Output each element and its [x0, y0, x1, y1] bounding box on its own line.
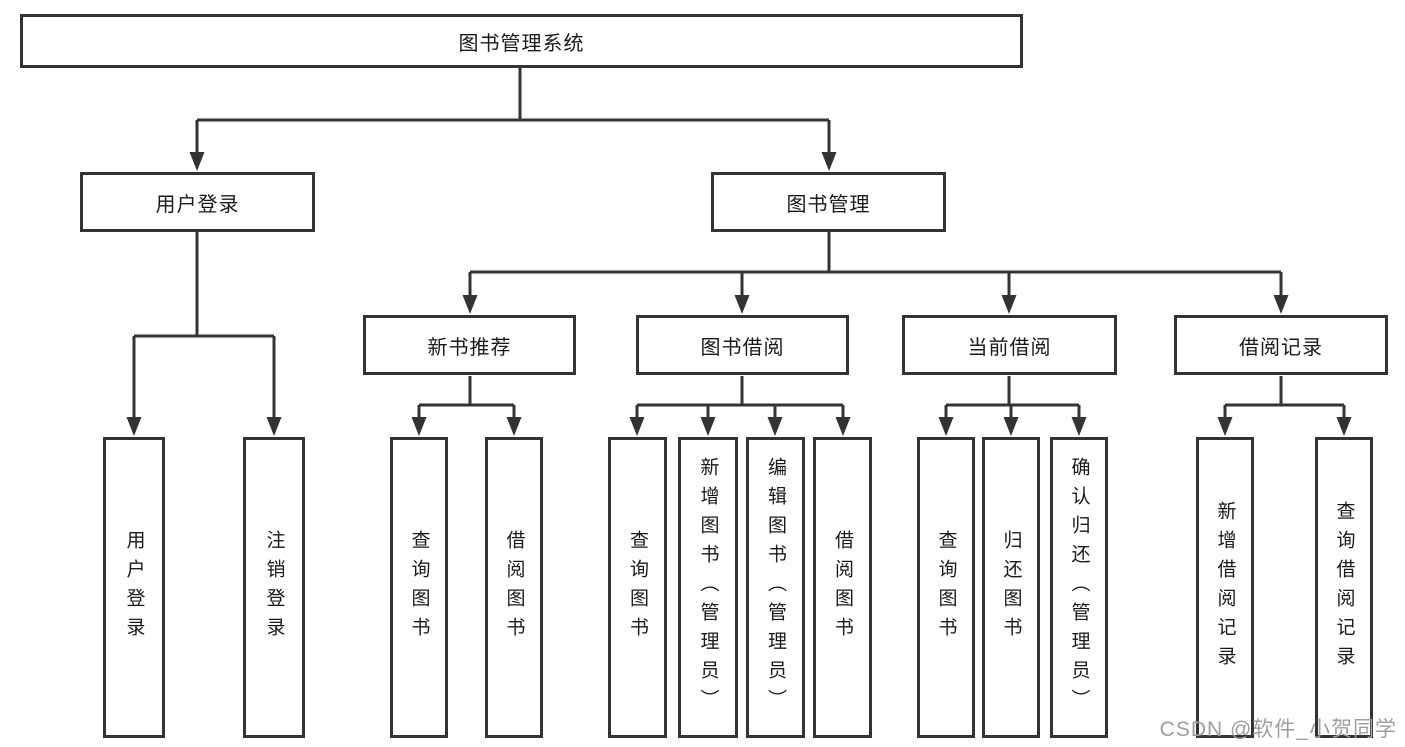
arrowhead-leaf-logout — [266, 417, 282, 436]
leaf-bb-borrow-book: 借阅图书 — [813, 437, 872, 738]
leaf-bb-add-book-admin: 新增图书（管理员） — [678, 437, 738, 738]
connector-current-borrow-branch — [944, 376, 1081, 430]
leaf-br-query-record: 查询借阅记录 — [1315, 437, 1373, 738]
arrowhead-book-borrow — [734, 295, 750, 314]
node-current-borrowing: 当前借阅 — [902, 315, 1117, 375]
leaf-bb-query-book-label: 查询图书 — [627, 529, 648, 646]
leaf-bb-borrow-book-label: 借阅图书 — [832, 529, 853, 646]
node-book-borrowing-label: 图书借阅 — [700, 336, 785, 359]
arrowhead-br-query — [1336, 417, 1352, 436]
arrowhead-leaf-user-login — [126, 417, 142, 436]
leaf-nb-query-book: 查询图书 — [390, 437, 448, 738]
arrowhead-new-book — [462, 295, 478, 314]
leaf-cb-query-book-label: 查询图书 — [935, 529, 957, 646]
node-borrowing-records-label: 借阅记录 — [1239, 336, 1323, 359]
node-current-borrowing-label: 当前借阅 — [967, 336, 1052, 359]
connector-user-login-branch — [132, 232, 276, 430]
arrowhead-cb-confirm — [1071, 417, 1087, 436]
arrowhead-bb-borrow — [835, 417, 851, 436]
connector-root-to-level2 — [195, 68, 831, 166]
leaf-cb-return-book: 归还图书 — [982, 437, 1040, 738]
leaf-user-login: 用户登录 — [103, 437, 165, 738]
node-new-book-recommend-label: 新书推荐 — [427, 336, 512, 359]
arrowhead-bb-add — [700, 417, 716, 436]
leaf-cb-confirm-return-admin-label: 确认归还（管理员） — [1068, 457, 1090, 718]
arrowhead-nb-borrow — [506, 417, 522, 436]
arrowhead-cb-query — [938, 417, 954, 436]
connector-book-borrow-branch — [635, 376, 845, 430]
node-library-system-root-label: 图书管理系统 — [458, 32, 585, 55]
csdn-watermark: CSDN @软件_小贺同学 — [1159, 718, 1397, 741]
leaf-nb-query-book-label: 查询图书 — [408, 529, 430, 646]
arrowhead-cb-return — [1003, 417, 1019, 436]
arrowhead-br-add — [1217, 417, 1233, 436]
leaf-nb-borrow-book-label: 借阅图书 — [503, 529, 525, 646]
arrowhead-current-borrow — [1001, 295, 1017, 314]
node-library-system-root: 图书管理系统 — [20, 14, 1023, 68]
arrowhead-book-management — [821, 152, 837, 171]
leaf-nb-borrow-book: 借阅图书 — [485, 437, 543, 738]
connector-borrow-record-branch — [1223, 376, 1346, 430]
leaf-user-login-label: 用户登录 — [123, 529, 145, 646]
node-book-management: 图书管理 — [711, 172, 946, 232]
arrowhead-nb-query — [411, 417, 427, 436]
node-borrowing-records: 借阅记录 — [1174, 315, 1388, 375]
node-user-login: 用户登录 — [80, 172, 315, 232]
node-book-management-label: 图书管理 — [786, 193, 871, 216]
arrowhead-user-login — [189, 152, 205, 171]
leaf-logout: 注销登录 — [243, 437, 305, 738]
leaf-cb-query-book: 查询图书 — [917, 437, 975, 738]
leaf-bb-edit-book-admin-label: 编辑图书（管理员） — [765, 457, 786, 718]
leaf-br-add-record: 新增借阅记录 — [1196, 437, 1254, 738]
arrowhead-borrow-record — [1273, 295, 1289, 314]
connector-new-book-branch — [417, 376, 516, 430]
leaf-br-add-record-label: 新增借阅记录 — [1214, 500, 1236, 675]
arrowhead-bb-edit — [767, 417, 783, 436]
node-new-book-recommend: 新书推荐 — [363, 315, 576, 375]
connector-book-management-branch — [468, 232, 1283, 308]
node-book-borrowing: 图书借阅 — [636, 315, 849, 375]
leaf-cb-confirm-return-admin: 确认归还（管理员） — [1050, 437, 1108, 738]
node-user-login-label: 用户登录 — [155, 193, 240, 216]
leaf-bb-add-book-admin-label: 新增图书（管理员） — [697, 457, 719, 718]
arrowhead-bb-query — [629, 417, 645, 436]
leaf-bb-query-book: 查询图书 — [608, 437, 667, 738]
leaf-bb-edit-book-admin: 编辑图书（管理员） — [746, 437, 805, 738]
leaf-logout-label: 注销登录 — [263, 529, 285, 646]
leaf-cb-return-book-label: 归还图书 — [1000, 529, 1022, 646]
leaf-br-query-record-label: 查询借阅记录 — [1333, 500, 1355, 675]
